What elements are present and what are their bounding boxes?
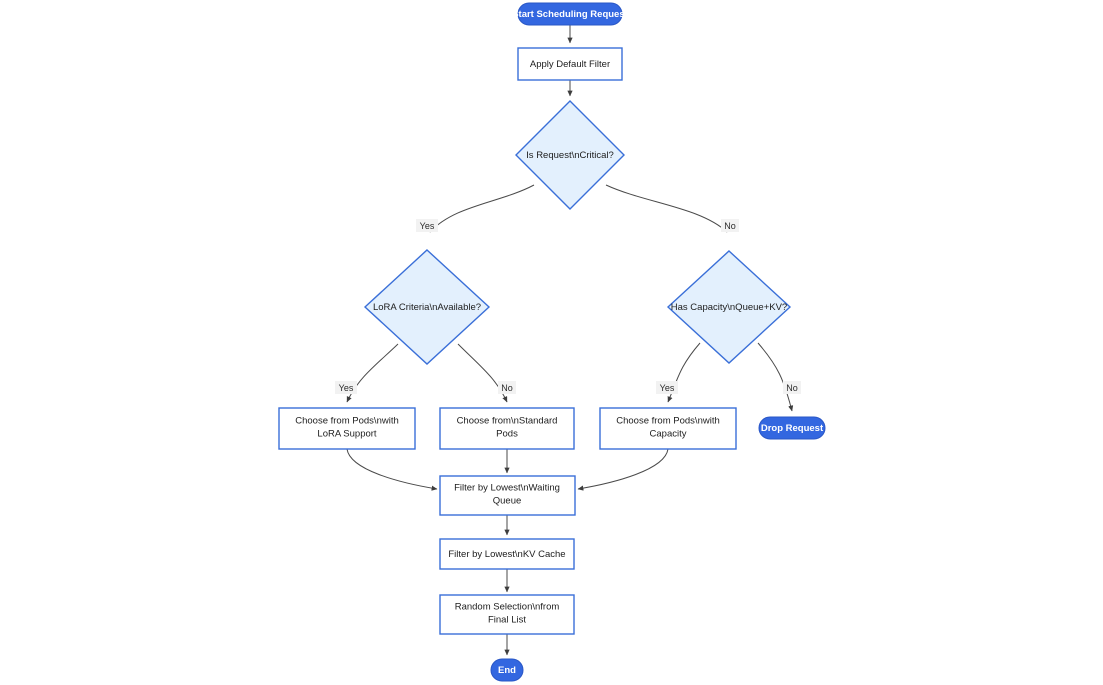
edge-lorapods-to-queue [346, 448, 438, 491]
node-shape-rect[interactable] [439, 407, 575, 450]
node-shape-rect[interactable] [439, 475, 576, 516]
edge-label-lora-no: No [498, 381, 516, 394]
edge-label-text: Yes [420, 221, 435, 231]
edge-label-lora-yes: Yes [335, 381, 357, 394]
edge-critical-to-capacity-no [605, 184, 728, 233]
node-choose-from-pods-with-capacity[interactable]: Choose from Pods\nwith Capacity [599, 407, 737, 450]
node-label: Has Capacity\nQueue+KV? [671, 302, 787, 313]
edge-label-text: No [724, 221, 736, 231]
node-shape-rect[interactable] [278, 407, 416, 450]
node-end[interactable]: End [490, 658, 524, 682]
node-shape-stadium[interactable] [490, 658, 524, 682]
edge-layer [346, 25, 794, 656]
node-label: Is Request\nCritical? [526, 150, 614, 161]
node-shape-diamond[interactable] [515, 100, 625, 210]
node-label-line2: LoRA Support [317, 429, 377, 440]
node-label: Apply Default Filter [530, 59, 610, 70]
edge-lora-to-stdpods-no [457, 343, 508, 403]
node-label-line2: Pods [496, 429, 518, 440]
node-drop-request[interactable]: Drop Request [758, 416, 826, 440]
edge-label-text: No [786, 383, 798, 393]
edge-lora-to-lorapods-yes [346, 343, 399, 403]
edge-label-layer: Yes No Yes No Yes No [335, 219, 801, 394]
edge-label-critical-yes: Yes [416, 219, 438, 232]
node-filter-by-lowest-kv-cache[interactable]: Filter by Lowest\nKV Cache [439, 538, 575, 570]
node-has-capacity-queue-kv[interactable]: Has Capacity\nQueue+KV? [666, 250, 792, 364]
node-shape-stadium[interactable] [758, 416, 826, 440]
node-label-line1: Filter by Lowest\nWaiting [454, 483, 560, 494]
edge-label-critical-no: No [721, 219, 739, 232]
edge-label-capacity-no: No [783, 381, 801, 394]
node-shape-diamond[interactable] [363, 249, 491, 365]
node-label-line1: Random Selection\nfrom [455, 602, 560, 613]
node-label: Start Scheduling Request [512, 9, 628, 20]
node-apply-default-filter[interactable]: Apply Default Filter [517, 47, 623, 81]
edge-capacity-to-drop-no [757, 342, 794, 412]
edge-cappods-to-queue [577, 448, 669, 491]
node-shape-rect[interactable] [517, 47, 623, 81]
node-random-selection-from-final-list[interactable]: Random Selection\nfrom Final List [439, 594, 575, 635]
node-label-line1: Choose from Pods\nwith [616, 416, 720, 427]
edge-label-text: Yes [339, 383, 354, 393]
node-label: Filter by Lowest\nKV Cache [448, 549, 565, 560]
node-label: Drop Request [761, 423, 824, 434]
edge-critical-to-lora-yes [429, 184, 535, 233]
node-label-line2: Queue [493, 496, 522, 507]
node-label-line2: Capacity [650, 429, 687, 440]
node-shape-rect[interactable] [439, 538, 575, 570]
node-choose-from-standard-pods[interactable]: Choose from\nStandard Pods [439, 407, 575, 450]
node-label: End [498, 665, 516, 676]
node-choose-from-pods-with-lora-support[interactable]: Choose from Pods\nwith LoRA Support [278, 407, 416, 450]
node-shape-diamond[interactable] [666, 250, 792, 364]
node-shape-rect[interactable] [599, 407, 737, 450]
node-shape-rect[interactable] [439, 594, 575, 635]
edge-label-text: No [501, 383, 513, 393]
node-is-request-critical[interactable]: Is Request\nCritical? [515, 100, 625, 210]
node-label-line2: Final List [488, 615, 526, 626]
node-layer: Start Scheduling Request Apply Default F… [278, 2, 826, 682]
edge-label-capacity-yes: Yes [656, 381, 678, 394]
node-lora-criteria-available[interactable]: LoRA Criteria\nAvailable? [363, 249, 491, 365]
node-label-line1: Choose from Pods\nwith [295, 416, 399, 427]
node-shape-stadium[interactable] [517, 2, 623, 26]
node-label: LoRA Criteria\nAvailable? [373, 302, 481, 313]
node-label-line1: Choose from\nStandard [457, 416, 558, 427]
node-start-scheduling-request[interactable]: Start Scheduling Request [512, 2, 629, 26]
node-filter-by-lowest-waiting-queue[interactable]: Filter by Lowest\nWaiting Queue [439, 475, 576, 516]
edge-label-text: Yes [660, 383, 675, 393]
edge-capacity-to-cappods-yes [667, 342, 701, 403]
